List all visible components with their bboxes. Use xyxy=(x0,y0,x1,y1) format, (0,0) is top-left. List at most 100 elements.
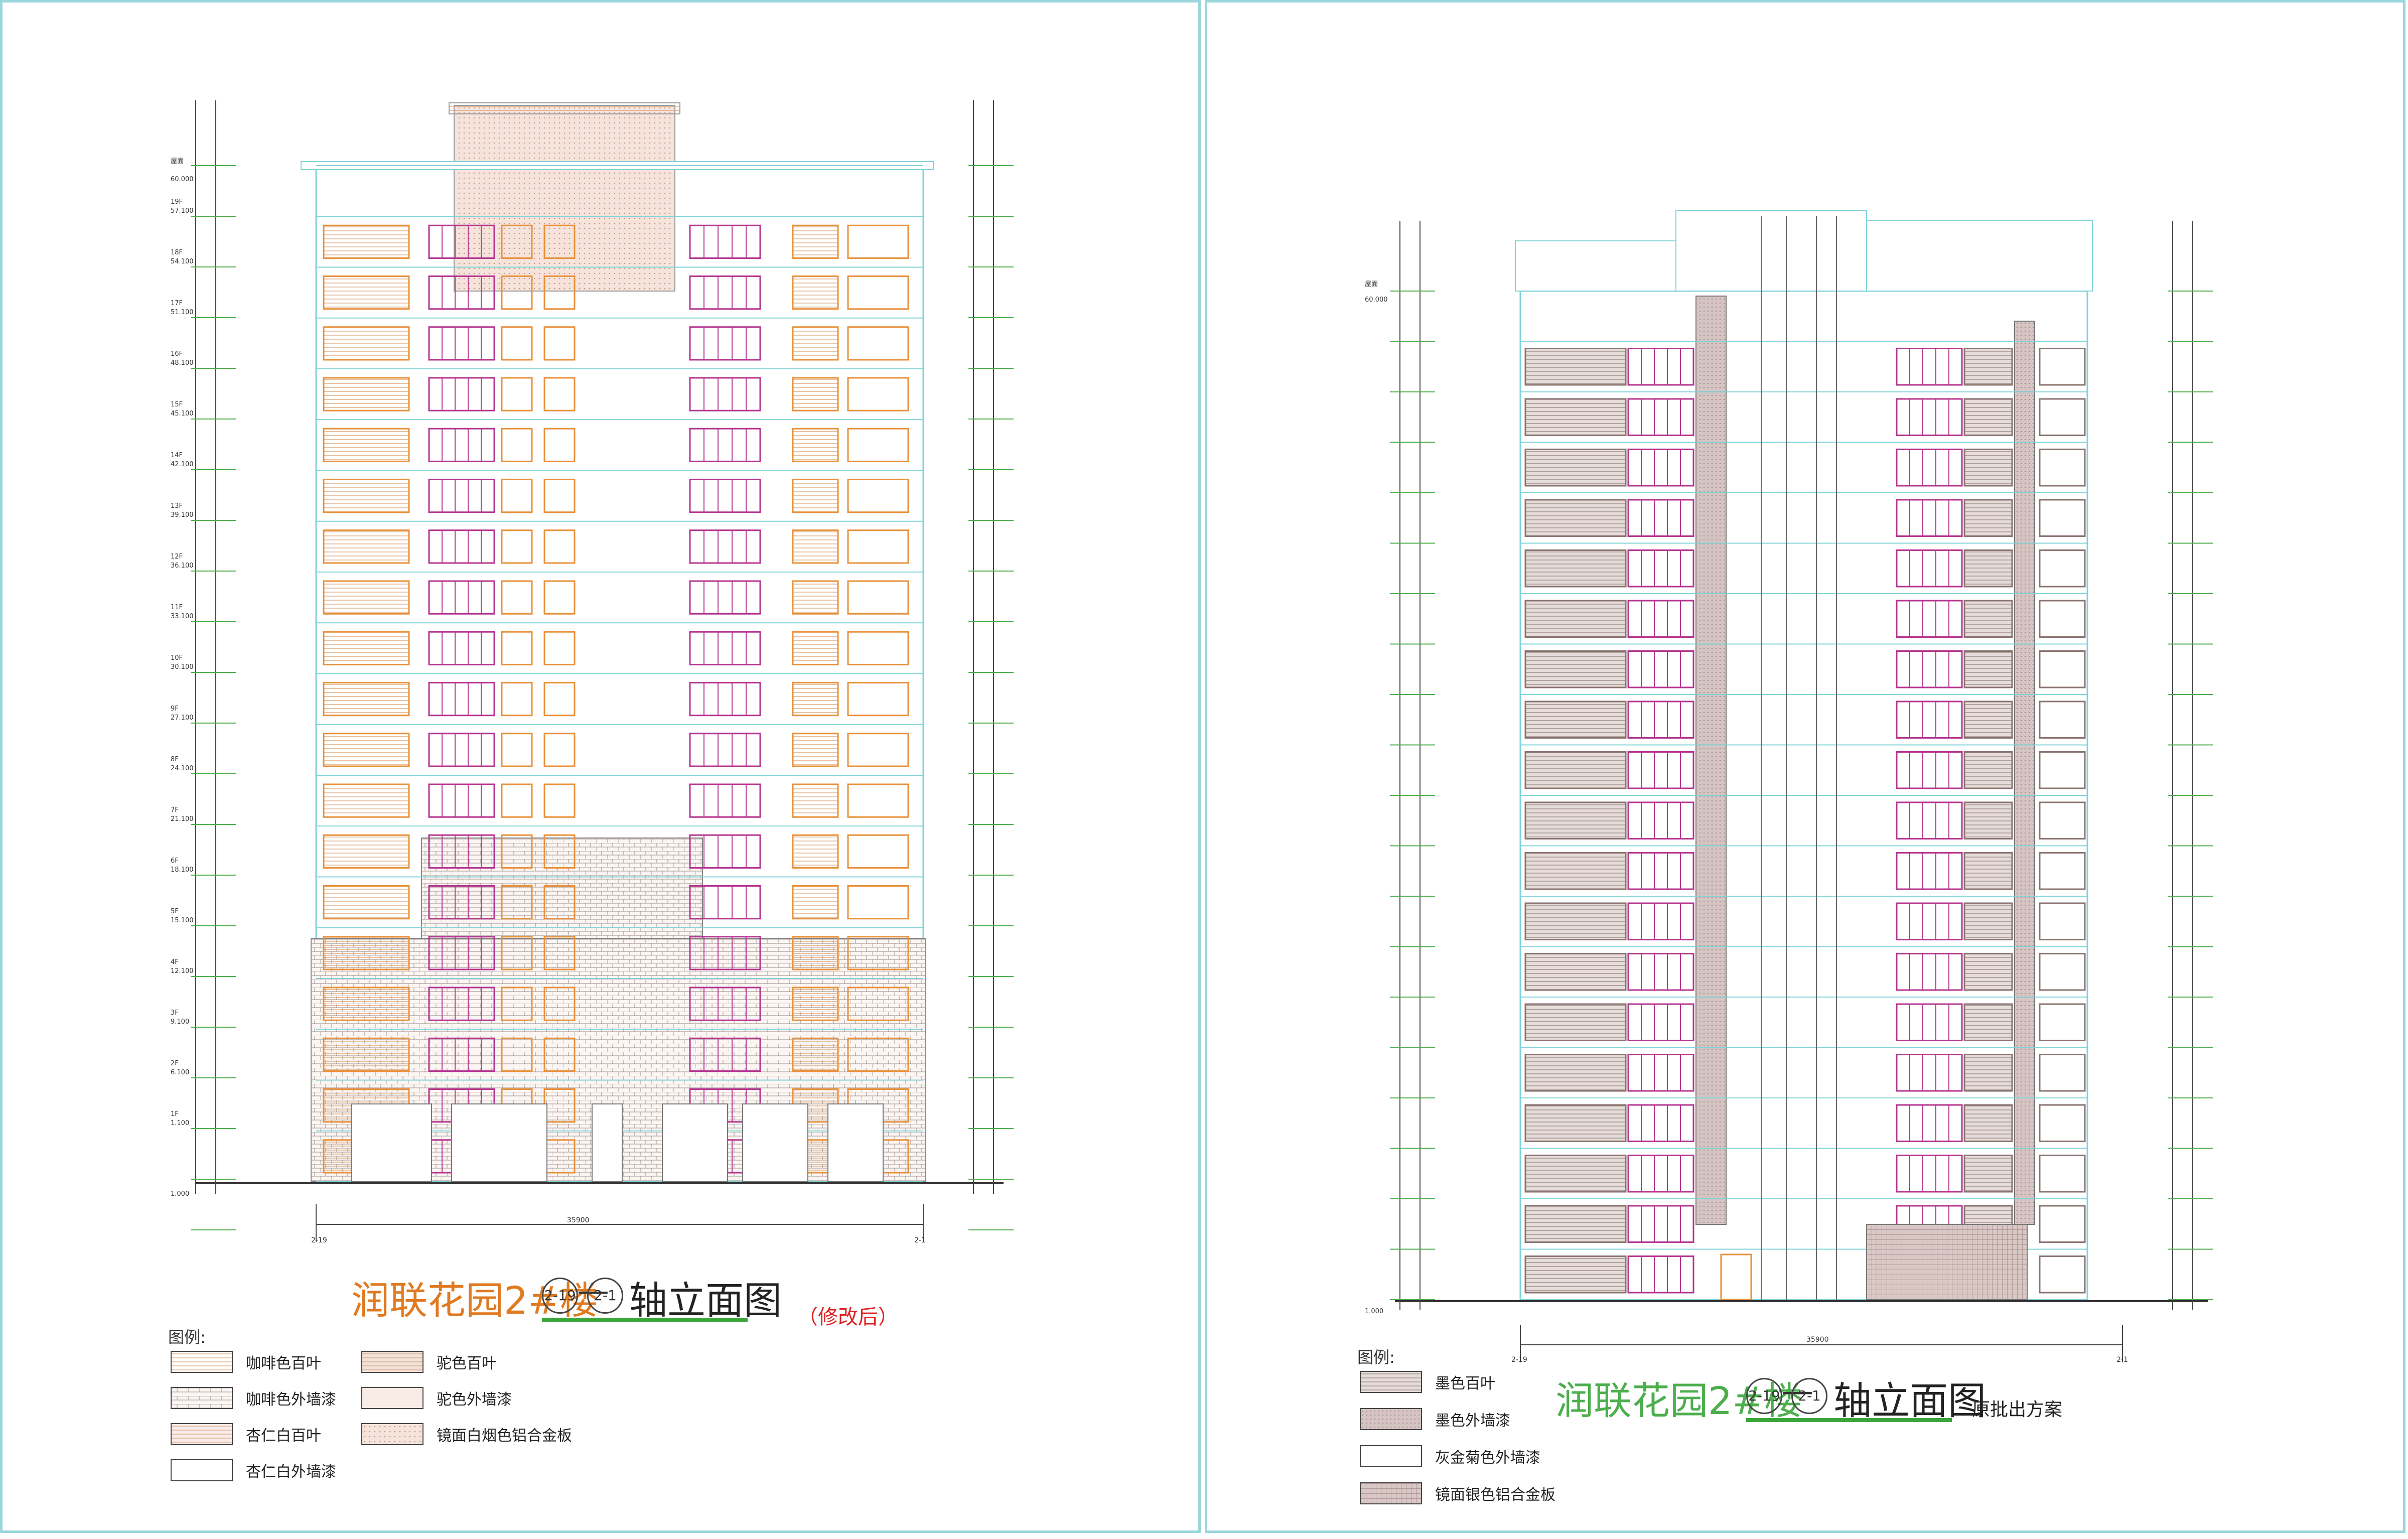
window xyxy=(1896,600,1963,638)
entrance-door xyxy=(1720,1253,1752,1301)
window xyxy=(1627,1104,1694,1142)
right-legend-item-1: 墨色百叶 xyxy=(1360,1371,1495,1393)
window xyxy=(323,428,410,462)
right-title-suffix: 轴立面图 xyxy=(1833,1378,1986,1423)
window xyxy=(428,479,495,513)
window xyxy=(792,275,839,310)
ground-opening xyxy=(742,1103,808,1182)
window xyxy=(1524,902,1627,940)
window xyxy=(323,479,410,513)
window xyxy=(543,275,576,310)
window xyxy=(1524,348,1627,386)
window xyxy=(501,377,533,411)
window xyxy=(1963,1054,2013,1092)
left-axis-end-marker: 2-1 xyxy=(587,1278,623,1314)
left-floor-name: 18F xyxy=(171,249,183,256)
window xyxy=(323,1037,410,1072)
window xyxy=(501,529,533,564)
window xyxy=(1627,1054,1694,1092)
left-floor-elevation: 21.100 xyxy=(171,815,194,823)
window xyxy=(1524,600,1627,638)
window xyxy=(689,987,761,1021)
left-floor-elevation: 36.100 xyxy=(171,562,194,570)
left-floor-elevation: 27.100 xyxy=(171,714,194,722)
window xyxy=(428,275,495,310)
window xyxy=(428,733,495,767)
tower-cornice xyxy=(449,102,680,114)
window xyxy=(689,834,761,869)
window xyxy=(689,1037,761,1072)
window xyxy=(792,733,839,767)
right-drawing-sheet xyxy=(1205,0,2405,1533)
window xyxy=(323,580,410,615)
window xyxy=(1896,1104,1963,1142)
window xyxy=(1627,600,1694,638)
window xyxy=(1963,902,2013,940)
window xyxy=(501,987,533,1021)
window xyxy=(792,224,839,259)
right-dimension-lines xyxy=(1390,221,2213,1362)
roof-box-right xyxy=(1866,220,2093,292)
window xyxy=(543,326,576,361)
window xyxy=(428,783,495,818)
window xyxy=(847,428,909,462)
window xyxy=(543,1037,576,1072)
window xyxy=(1627,499,1694,537)
left-legend-item-4: 杏仁白外墙漆 xyxy=(171,1459,336,1481)
left-floor-elevation: 39.100 xyxy=(171,511,194,519)
window xyxy=(2039,398,2086,436)
window xyxy=(1963,701,2013,739)
left-floor-name: 6F xyxy=(171,857,179,865)
window xyxy=(323,631,410,665)
window xyxy=(847,834,909,869)
window xyxy=(543,834,576,869)
legend-swatch-dots xyxy=(361,1423,423,1445)
window xyxy=(689,326,761,361)
window xyxy=(543,987,576,1021)
window xyxy=(501,834,533,869)
ground-opening xyxy=(451,1103,547,1182)
window xyxy=(428,377,495,411)
window xyxy=(1627,953,1694,991)
window xyxy=(543,631,576,665)
left-dimension-lines xyxy=(191,100,1014,1242)
left-floor-name: 15F xyxy=(171,401,183,408)
window xyxy=(543,885,576,920)
window xyxy=(2039,751,2086,789)
right-ground-elev: 1.000 xyxy=(1365,1308,1384,1315)
window xyxy=(543,733,576,767)
left-legend-item-1: 咖啡色百叶 xyxy=(171,1351,321,1373)
left-axis-label-end: 2-1 xyxy=(914,1236,926,1244)
window xyxy=(1524,852,1627,890)
left-legend-item-3: 杏仁白百叶 xyxy=(171,1423,321,1445)
window xyxy=(1963,751,2013,789)
window xyxy=(428,1037,495,1072)
window xyxy=(1524,1205,1627,1243)
ground-opening xyxy=(827,1103,884,1182)
window xyxy=(1627,751,1694,789)
window xyxy=(1524,650,1627,688)
right-legend-item-2: 墨色外墙漆 xyxy=(1360,1408,1510,1430)
window xyxy=(1627,348,1694,386)
window xyxy=(1627,852,1694,890)
window xyxy=(1524,801,1627,840)
left-floor-elevation: 9.100 xyxy=(171,1018,190,1026)
left-floor-name: 14F xyxy=(171,452,183,459)
left-floor-elevation: 45.100 xyxy=(171,410,194,417)
window xyxy=(1896,499,1963,537)
window xyxy=(1524,1255,1627,1294)
window xyxy=(501,783,533,818)
window xyxy=(1524,701,1627,739)
window xyxy=(543,936,576,970)
window xyxy=(1896,449,1963,487)
window xyxy=(2039,902,2086,940)
legend-swatch-grid xyxy=(1360,1482,1422,1504)
window xyxy=(428,580,495,615)
left-axis-start-marker: 2-19 xyxy=(542,1278,578,1314)
left-floor-elevation: 1.100 xyxy=(171,1120,190,1127)
window xyxy=(428,834,495,869)
window xyxy=(428,987,495,1021)
stair-tower-top xyxy=(454,105,675,292)
window xyxy=(1896,1155,1963,1193)
window xyxy=(501,479,533,513)
